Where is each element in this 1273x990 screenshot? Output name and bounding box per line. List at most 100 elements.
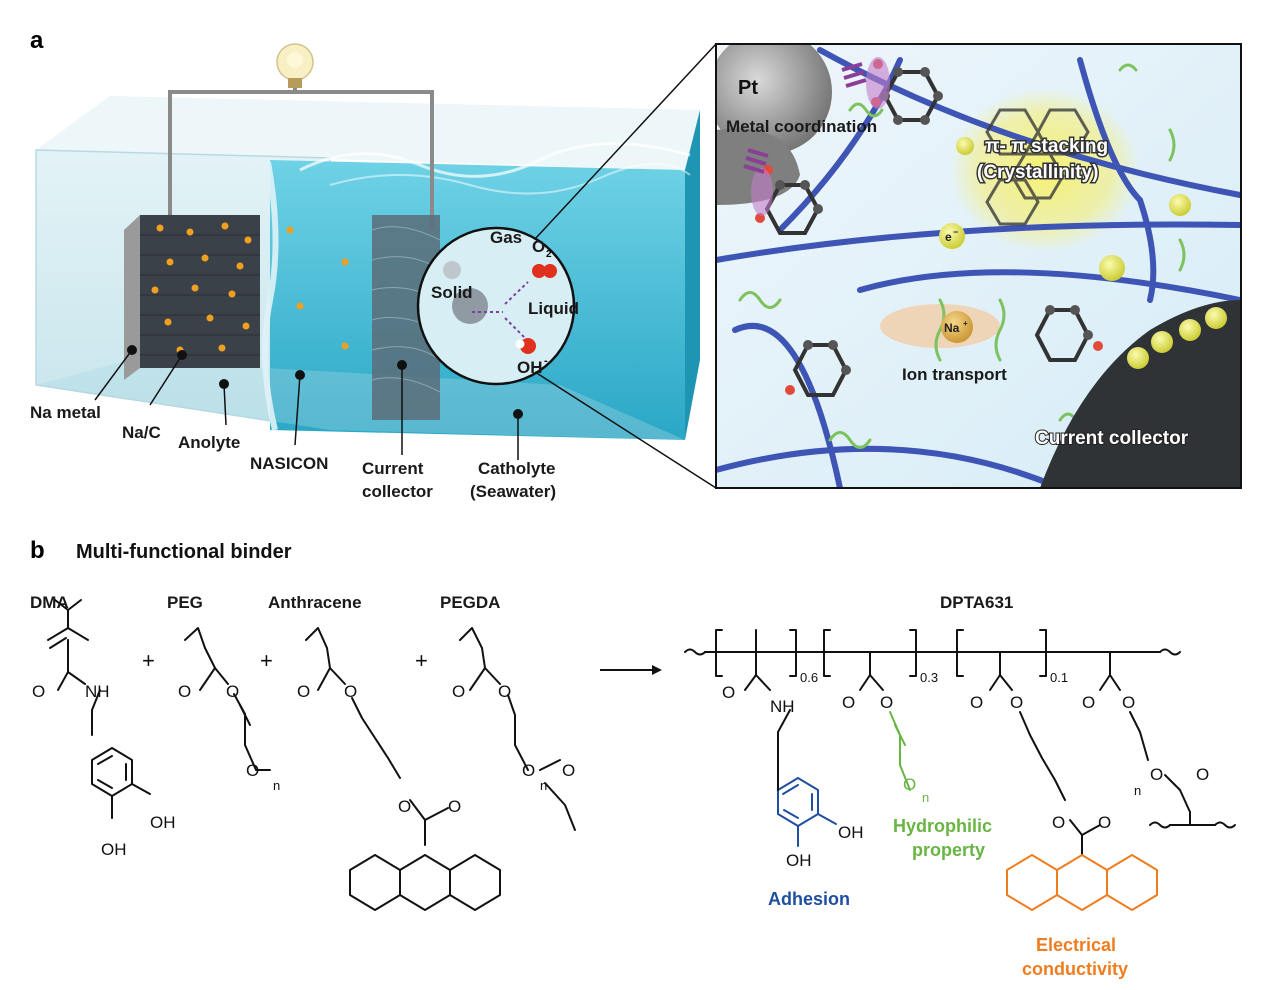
label-na-c: Na/C	[122, 423, 161, 442]
zoom-crystallinity: (Crystallinity)	[977, 162, 1098, 183]
zoom-electron-sup: −	[953, 227, 958, 237]
dpta-pegda-n: n	[1134, 783, 1141, 798]
function-adhesion: Adhesion	[768, 889, 850, 909]
dpta-o-10: O	[1150, 765, 1163, 784]
zoom-current-collector: Current collector	[1035, 428, 1189, 449]
plus-2: +	[260, 648, 273, 673]
zoom-na-ion-sup: +	[963, 319, 968, 328]
zoom-pt: Pt	[738, 77, 758, 99]
function-electrical-2: conductivity	[1022, 959, 1128, 979]
dpta-peg-o: O	[903, 775, 916, 794]
label-anolyte: Anolyte	[178, 433, 240, 452]
anthracene-o-4: O	[448, 797, 461, 816]
anthracene-o-3: O	[398, 797, 411, 816]
inset-o2-sub: 2	[546, 249, 552, 260]
zoom-na-ion: Na	[944, 321, 960, 335]
monomer-dma: DMA	[30, 593, 69, 612]
peg-n: n	[273, 778, 280, 793]
nasicon-membrane	[262, 161, 279, 431]
lightbulb-circuit	[168, 43, 434, 230]
label-nasicon: NASICON	[250, 454, 328, 473]
product-dpta631: DPTA631	[940, 593, 1013, 612]
current-collector-mass	[1040, 300, 1241, 488]
dpta-anthracene	[1006, 854, 1158, 911]
pegda-o-1: O	[452, 682, 465, 701]
na-anode	[124, 215, 349, 380]
dpta-pegda-unit	[1109, 674, 1236, 829]
electrons	[939, 137, 1227, 369]
binder-zoom-panel	[715, 43, 1242, 489]
dpta-nh: NH	[770, 697, 795, 716]
function-electrical-1: Electrical	[1036, 935, 1116, 955]
dma-nh: NH	[85, 682, 110, 701]
peg-structure	[184, 627, 271, 771]
callout-leaders	[94, 349, 519, 460]
label-current-collector-1: Current	[362, 459, 424, 478]
label-na-metal: Na metal	[30, 403, 101, 422]
panel-b-letter: b	[30, 537, 45, 564]
dpta-o-3: O	[880, 693, 893, 712]
dma-oh-1: OH	[150, 813, 176, 832]
dpta-o-2: O	[842, 693, 855, 712]
function-hydrophilic-1: Hydrophilic	[893, 816, 992, 836]
inset-solid: Solid	[431, 283, 473, 302]
dma-structure	[47, 599, 151, 819]
monomer-peg: PEG	[167, 593, 203, 612]
reaction-arrow	[600, 665, 662, 675]
dpta-o-4: O	[970, 693, 983, 712]
label-catholyte-1: Catholyte	[478, 459, 555, 478]
zoom-electron: e	[945, 230, 952, 244]
peg-o-2: O	[226, 682, 239, 701]
zoom-ion-transport: Ion transport	[902, 365, 1007, 384]
dpta-dma-unit	[755, 674, 791, 761]
monomer-anthracene: Anthracene	[268, 593, 362, 612]
dpta-oh-2: OH	[786, 851, 812, 870]
panel-a-letter: a	[30, 27, 44, 54]
anthracene-o-2: O	[344, 682, 357, 701]
zoom-metal-coordination: Metal coordination	[726, 117, 877, 136]
label-current-collector-2: collector	[362, 482, 433, 501]
pegda-o-4: O	[562, 761, 575, 780]
inset-oh-sup: -	[544, 355, 548, 367]
dpta-o-8: O	[1082, 693, 1095, 712]
monomer-pegda: PEGDA	[440, 593, 500, 612]
dma-o: O	[32, 682, 45, 701]
plus-3: +	[415, 648, 428, 673]
zoom-pi-stacking: π- π stacking	[985, 136, 1108, 157]
dpta-o-5: O	[1010, 693, 1023, 712]
dpta-peg-n: n	[922, 790, 929, 805]
dpta-anthracene-linker	[999, 674, 1101, 856]
dpta-o-7: O	[1098, 813, 1111, 832]
dpta-catechol	[777, 777, 837, 847]
peg-o-1: O	[178, 682, 191, 701]
dpta-o-6: O	[1052, 813, 1065, 832]
dpta-peg-chain	[889, 711, 911, 791]
function-hydrophilic-2: property	[912, 840, 985, 860]
dpta-oh-1: OH	[838, 823, 864, 842]
sub-0-1: 0.1	[1050, 670, 1068, 685]
pt-sphere	[716, 44, 832, 154]
pegda-structure	[459, 627, 576, 831]
inset-gas: Gas	[490, 228, 522, 247]
dpta-o-11: O	[1196, 765, 1209, 784]
label-catholyte-2: (Seawater)	[470, 482, 556, 501]
peg-o-3: O	[246, 761, 259, 780]
pegda-n: n	[540, 778, 547, 793]
sub-0-6: 0.6	[800, 670, 818, 685]
dpta-backbone	[684, 629, 1181, 691]
anthracene-structure	[305, 627, 501, 911]
pegda-o-2: O	[498, 682, 511, 701]
na-ion	[941, 311, 973, 343]
anthracene-o-1: O	[297, 682, 310, 701]
inset-liquid: Liquid	[528, 299, 579, 318]
inset-o2: O	[532, 237, 545, 256]
pegda-o-3: O	[522, 761, 535, 780]
sub-0-3: 0.3	[920, 670, 938, 685]
panel-b-title: Multi-functional binder	[76, 541, 292, 563]
dpta-o-9: O	[1122, 693, 1135, 712]
dma-oh-2: OH	[101, 840, 127, 859]
zoom-line-bottom	[534, 371, 717, 489]
plus-1: +	[142, 648, 155, 673]
zoom-line-top	[534, 43, 717, 240]
